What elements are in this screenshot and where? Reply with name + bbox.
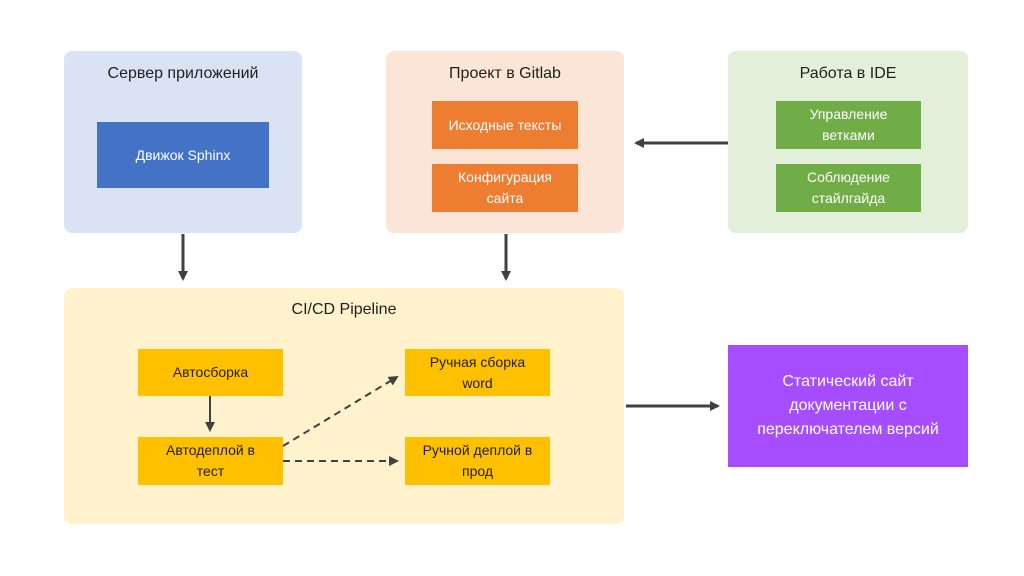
styleguide-compliance-box: Соблюдение стайлгайда [776, 164, 921, 212]
pipeline-title: CI/CD Pipeline [291, 301, 397, 318]
manual-build-word-box: Ручная сборка word [405, 349, 550, 396]
site-config-box: Конфигурация сайта [432, 164, 578, 212]
gitlab-project-title: Проект в Gitlab [449, 65, 561, 82]
branch-management-box: Управление ветками [776, 101, 921, 149]
sphinx-engine-box: Движок Sphinx [97, 122, 269, 188]
manual-deploy-prod-box: Ручной деплой в прод [405, 437, 550, 485]
app-server-title: Сервер приложений [107, 65, 259, 82]
ide-work-title: Работа в IDE [799, 65, 897, 82]
source-texts-box: Исходные тексты [432, 101, 578, 149]
static-docs-site-box: Статический сайт документации с переключ… [728, 345, 968, 467]
autodeploy-test-box: Автодеплой в тест [138, 437, 283, 485]
autobuild-box: Автосборка [138, 349, 283, 396]
arrow-autodeploy-to-manual-build [282, 375, 399, 447]
